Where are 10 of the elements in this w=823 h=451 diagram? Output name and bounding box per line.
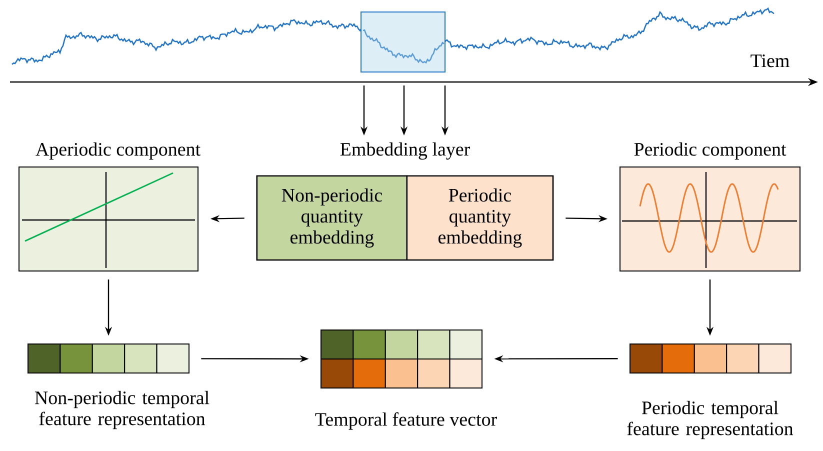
vector-caption: Non-periodic temporal feature representation [34,390,210,430]
vector-caption: Periodic temporal feature representation [627,400,794,440]
vector-caption: Temporal feature vector [315,412,497,430]
panel-heading: Periodic component [634,142,786,160]
axis-label: Tiem [750,54,790,68]
panel-heading: Aperiodic component [36,142,200,160]
embedding-block: Periodic quantity embedding [406,175,554,261]
embedding-block: Non-periodic quantity embedding [256,175,408,261]
box-heading: Embedding layer [340,142,470,160]
highlight-window [360,12,446,72]
